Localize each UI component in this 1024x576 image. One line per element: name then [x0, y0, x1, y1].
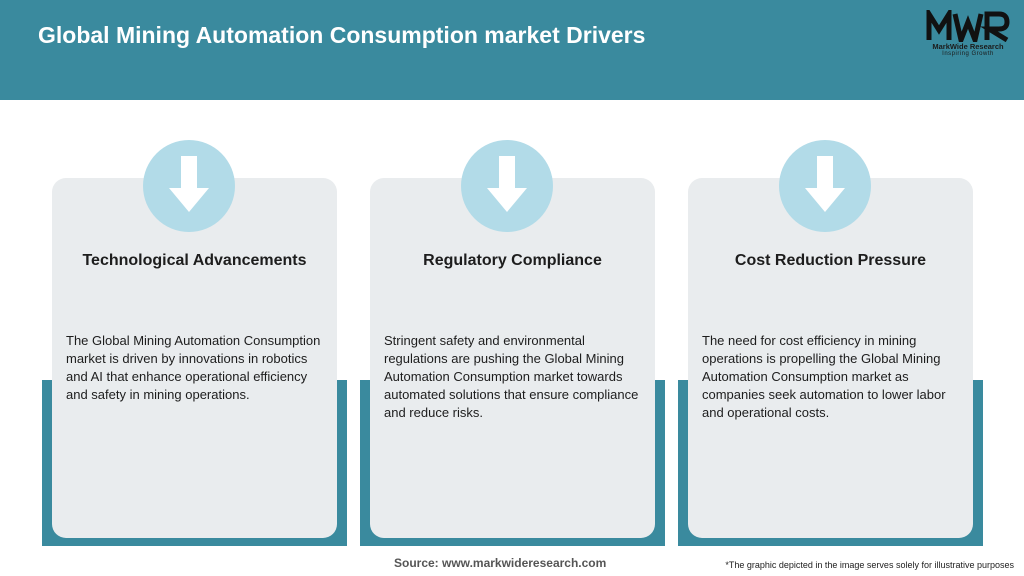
card-heading: Technological Advancements	[82, 252, 307, 269]
logo-tagline: Inspiring Growth	[942, 51, 994, 57]
card-icon-circle	[779, 140, 871, 232]
driver-card-technological: Technological Advancements The Global Mi…	[42, 140, 347, 548]
card-heading: Regulatory Compliance	[423, 252, 602, 269]
driver-card-regulatory: Regulatory Compliance Stringent safety a…	[360, 140, 665, 548]
disclaimer-text: *The graphic depicted in the image serve…	[725, 560, 1014, 570]
card-panel	[688, 178, 973, 538]
arrow-down-icon	[487, 156, 527, 212]
driver-card-cost: Cost Reduction Pressure The need for cos…	[678, 140, 983, 548]
page-title: Global Mining Automation Consumption mar…	[38, 22, 646, 48]
logo-mark-icon	[926, 10, 1010, 42]
card-description: The need for cost efficiency in mining o…	[702, 333, 946, 420]
card-description: Stringent safety and environmental regul…	[384, 333, 639, 420]
card-panel	[52, 178, 337, 538]
source-link[interactable]: Source: www.markwideresearch.com	[394, 556, 607, 570]
logo-name: MarkWide Research	[932, 42, 1004, 51]
arrow-down-icon	[169, 156, 209, 212]
card-icon-circle	[461, 140, 553, 232]
card-icon-circle	[143, 140, 235, 232]
arrow-down-icon	[805, 156, 845, 212]
card-heading: Cost Reduction Pressure	[734, 252, 927, 269]
card-description: The Global Mining Automation Consumption…	[66, 333, 321, 402]
card-panel	[370, 178, 655, 538]
header-banner: Global Mining Automation Consumption mar…	[0, 0, 1024, 100]
company-logo: MarkWide Research Inspiring Growth	[922, 10, 1014, 60]
